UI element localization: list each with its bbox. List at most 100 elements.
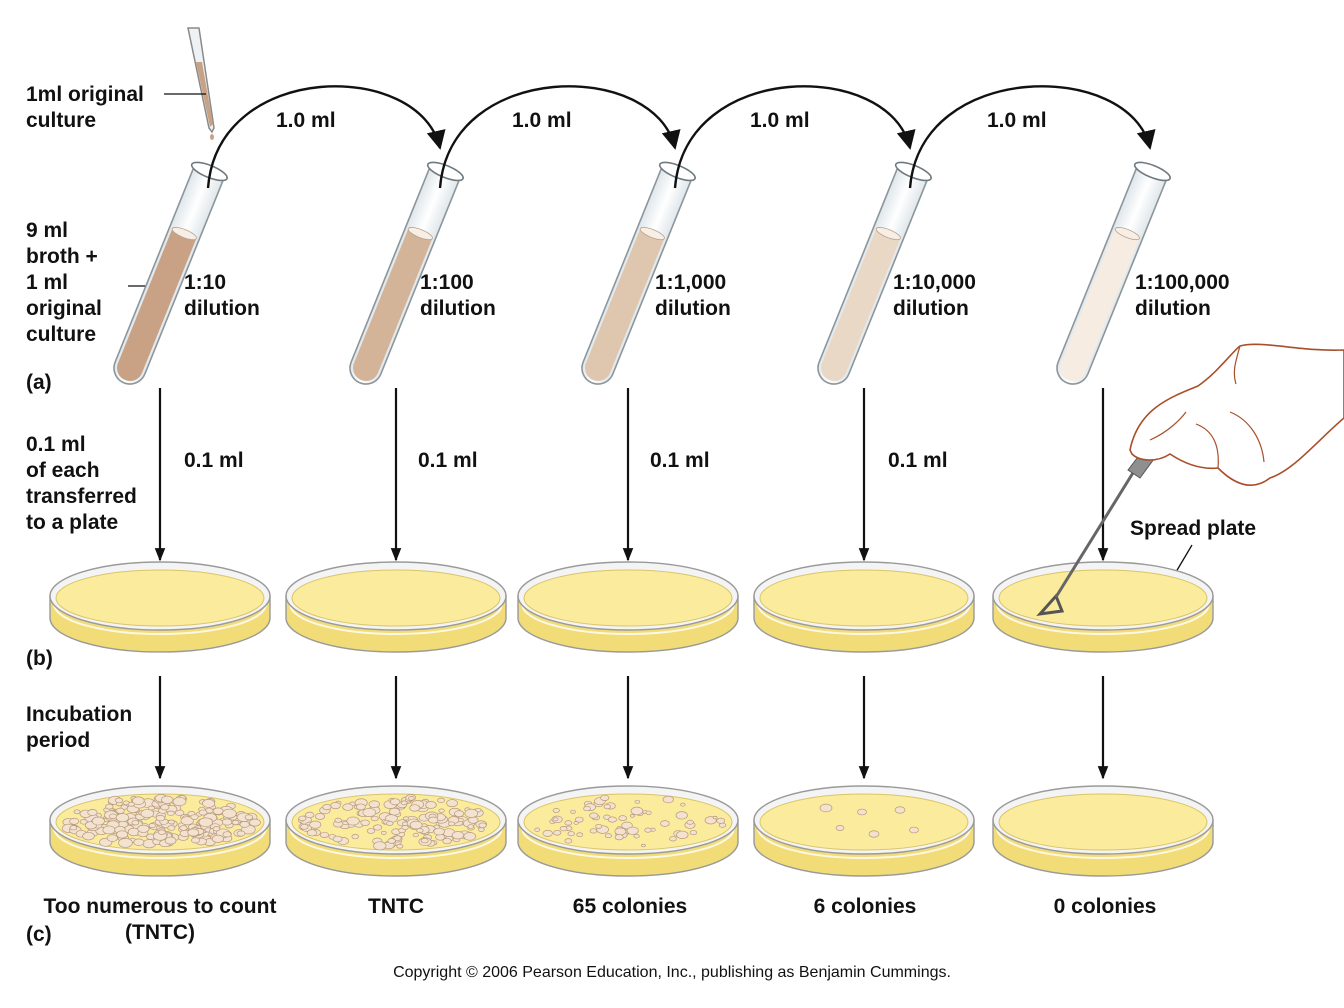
colony xyxy=(167,810,175,816)
colony xyxy=(388,807,401,816)
colony xyxy=(370,815,379,822)
colony xyxy=(298,815,307,822)
section-a-label: (a) xyxy=(26,371,52,394)
colony xyxy=(164,836,177,845)
colony xyxy=(69,825,78,831)
colony xyxy=(454,810,465,818)
agar-surface xyxy=(759,793,969,851)
colony xyxy=(102,825,116,835)
plate-inoculated-5 xyxy=(992,561,1214,653)
agar-surface xyxy=(998,569,1208,627)
colony xyxy=(360,819,370,826)
colony xyxy=(712,815,718,820)
tube-liquid-2 xyxy=(353,228,433,381)
result-caption-4: 6 colonies xyxy=(813,895,917,918)
colony xyxy=(373,824,383,831)
test-tube-2 xyxy=(349,161,464,385)
colony xyxy=(82,831,95,841)
colony xyxy=(198,809,208,816)
colony xyxy=(396,843,404,849)
colony xyxy=(137,824,150,833)
plating-label-3: 0.1 ml xyxy=(650,449,710,472)
colony xyxy=(644,827,652,833)
transfer-label-3: 1.0 ml xyxy=(750,109,810,132)
colony xyxy=(614,834,624,841)
colony xyxy=(160,804,170,811)
colony xyxy=(342,803,354,811)
colony xyxy=(190,814,199,820)
colony xyxy=(630,806,644,816)
agar-surface xyxy=(523,569,733,627)
colony xyxy=(621,821,633,830)
colony xyxy=(634,799,641,804)
plate-inoculated-1 xyxy=(49,561,271,653)
agar-surface xyxy=(998,793,1208,851)
colony xyxy=(115,813,130,823)
colony xyxy=(306,829,318,837)
colony xyxy=(467,816,479,824)
colony xyxy=(589,812,599,819)
agar-surface xyxy=(291,569,501,627)
colony xyxy=(191,837,201,844)
colony xyxy=(835,825,845,831)
colony xyxy=(416,828,424,833)
colony xyxy=(559,826,568,832)
colony xyxy=(614,827,627,836)
colony xyxy=(618,815,627,822)
colony xyxy=(109,813,117,819)
colony xyxy=(819,803,833,813)
plate-inoculated-3 xyxy=(517,561,739,653)
colony xyxy=(157,829,166,835)
colony xyxy=(133,838,145,846)
broth-label: 9 ml broth + 1 ml original culture xyxy=(26,219,102,346)
colony xyxy=(633,834,640,839)
colony xyxy=(314,813,326,820)
colony xyxy=(603,804,612,810)
colony xyxy=(408,796,415,801)
plate-incubated-3 xyxy=(517,785,739,877)
colony xyxy=(167,819,175,825)
colony xyxy=(172,796,187,807)
colony xyxy=(607,816,617,823)
colony xyxy=(114,797,124,804)
colony xyxy=(346,816,360,826)
colony xyxy=(463,832,477,841)
colony xyxy=(105,803,114,810)
colony xyxy=(457,817,464,823)
colony xyxy=(332,835,343,843)
plate-incubated-1 xyxy=(49,785,271,877)
colony xyxy=(894,806,906,814)
result-caption-3: 65 colonies xyxy=(572,895,688,918)
colony xyxy=(645,810,652,815)
transfer-arrow-2 xyxy=(438,85,681,189)
test-tube-3 xyxy=(581,161,696,385)
colony xyxy=(132,796,145,805)
copyright-notice: Copyright © 2006 Pearson Education, Inc.… xyxy=(393,964,951,981)
colony xyxy=(155,814,166,822)
colony xyxy=(409,804,421,812)
colony xyxy=(393,835,402,841)
tube-rim-5 xyxy=(1133,161,1171,182)
colony xyxy=(660,820,670,827)
colony xyxy=(400,800,408,806)
colony xyxy=(304,811,315,819)
tube-liquid-5 xyxy=(1060,228,1140,381)
colony xyxy=(309,820,322,829)
tube-liquid-3 xyxy=(585,228,665,381)
colony xyxy=(675,811,688,820)
colony xyxy=(244,814,254,821)
colony xyxy=(467,824,475,829)
plate-inoculated-2 xyxy=(285,561,507,653)
colony xyxy=(402,816,409,821)
colony xyxy=(355,803,366,811)
colony xyxy=(366,828,376,834)
test-tube-5 xyxy=(1056,161,1171,385)
transfer-arrow-1 xyxy=(206,85,446,189)
colony xyxy=(222,831,232,838)
colony xyxy=(79,819,88,825)
plating-label-2: 0.1 ml xyxy=(418,449,478,472)
colony xyxy=(909,826,919,834)
colony xyxy=(604,833,612,839)
